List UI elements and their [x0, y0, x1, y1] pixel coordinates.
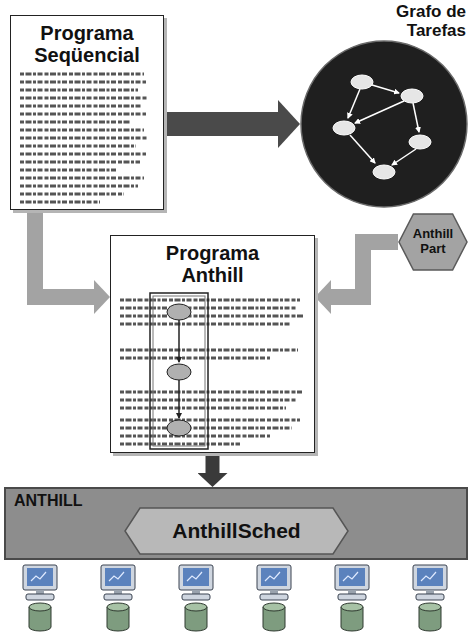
- text-holder: Programa Seqüencial: [11, 22, 163, 67]
- graph-task: [409, 135, 431, 149]
- graph-arc: [413, 103, 419, 132]
- document-title: Programa Anthill: [150, 242, 275, 287]
- source-document: Programa Seqüencial: [10, 15, 164, 210]
- graph-arc: [392, 149, 416, 165]
- filter-task: [167, 304, 191, 320]
- hexagon-shape: [399, 214, 467, 270]
- computer-icon: [101, 565, 135, 631]
- hexagon-label: Anthill Part: [410, 227, 456, 256]
- text-holder: ANTHILL: [14, 492, 82, 510]
- anthill-part-hexagon: Anthill Part: [398, 213, 468, 271]
- text-holder: Programa Anthill: [111, 242, 314, 287]
- hexagon-shape: [125, 508, 348, 554]
- graph-task: [351, 75, 373, 89]
- hexagon-label: AnthillSched: [172, 519, 300, 543]
- filter-task: [167, 420, 191, 436]
- filter-arc: [178, 380, 180, 418]
- flow-arrow: [331, 242, 398, 297]
- cluster-machines: [23, 565, 447, 631]
- filter-frame: [150, 293, 208, 449]
- computer-icon: [257, 565, 291, 631]
- filter-arc: [178, 320, 180, 362]
- graph-task: [401, 89, 423, 103]
- filter-overlay: [150, 293, 208, 449]
- circle-shape: [301, 41, 467, 207]
- graph-arc: [350, 135, 375, 163]
- filter-task: [167, 364, 191, 380]
- band-label: ANTHILL: [14, 492, 82, 510]
- flow-arrow: [35, 210, 94, 297]
- text-holder: Anthill Part: [398, 213, 468, 271]
- computer-icon: [335, 565, 369, 631]
- filter-frame-inner: [153, 296, 205, 446]
- task-graph-circle: Grafo de Tarefas: [300, 40, 468, 208]
- text-holder: AnthillSched: [124, 507, 349, 555]
- graph-task: [333, 121, 355, 135]
- graph-arc: [362, 82, 399, 93]
- source-code-lines: [20, 74, 148, 202]
- flow-arrow: [206, 453, 220, 473]
- text-holder: Grafo de Tarefas: [380, 2, 468, 40]
- computer-icon: [179, 565, 213, 631]
- graph-arc: [348, 89, 360, 118]
- scheduler-hexagon: AnthillSched: [124, 507, 349, 555]
- document-title: Programa Seqüencial: [17, 22, 157, 67]
- circle-outline: [300, 40, 468, 208]
- graph-task: [373, 165, 395, 179]
- computer-icon: [23, 565, 57, 631]
- runtime-band: AnthillSched ANTHILL: [4, 487, 468, 560]
- computer-icon: [413, 565, 447, 631]
- parallel-code-lines: [120, 300, 304, 444]
- task-graph: [333, 75, 431, 179]
- flow-arrow: [164, 112, 278, 136]
- graph-heading: Grafo de Tarefas: [380, 2, 468, 40]
- anthill-program-document: Programa Anthill: [110, 235, 315, 453]
- graph-arc: [355, 101, 404, 123]
